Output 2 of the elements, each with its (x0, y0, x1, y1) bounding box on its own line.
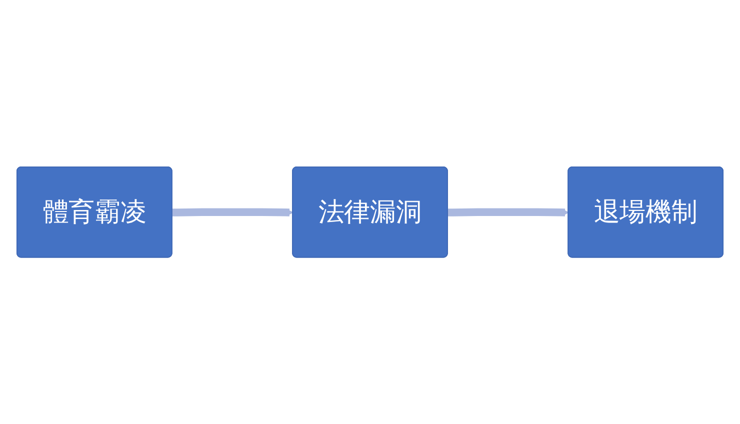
arrow (172, 208, 294, 216)
arrow (448, 208, 569, 216)
